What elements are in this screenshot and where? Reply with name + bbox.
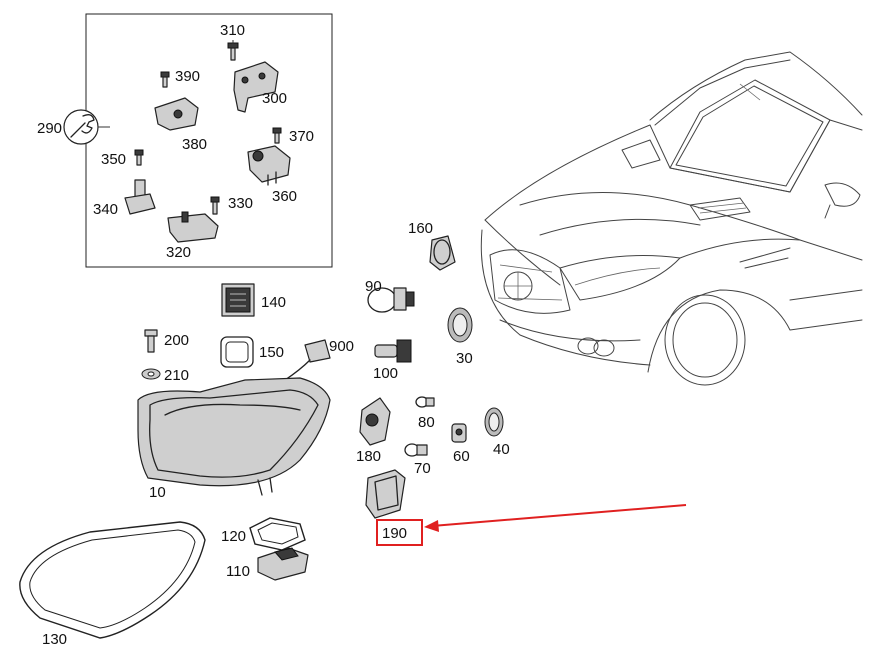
label-340: 340	[93, 201, 118, 218]
label-330: 330	[228, 195, 253, 212]
adjuster-340	[124, 179, 156, 215]
label-140: 140	[261, 294, 286, 311]
bulb-90	[367, 287, 415, 313]
label-210: 210	[164, 367, 189, 384]
label-300: 300	[262, 90, 287, 107]
car-illustration	[480, 51, 863, 386]
label-160: 160	[408, 220, 433, 237]
label-900: 900	[329, 338, 354, 355]
label-110: 110	[226, 563, 250, 580]
label-370: 370	[289, 128, 314, 145]
label-320: 320	[166, 244, 191, 261]
label-150: 150	[259, 344, 284, 361]
label-350: 350	[101, 151, 126, 168]
gasket-150	[220, 336, 254, 368]
lens-130	[19, 521, 206, 639]
bolt-310	[227, 42, 239, 61]
gasket-120	[249, 517, 306, 551]
leader-lines	[98, 40, 234, 128]
label-10: 10	[149, 484, 166, 501]
highlight-arrow	[424, 504, 687, 532]
label-80: 80	[418, 414, 435, 431]
module-110	[257, 547, 309, 581]
label-40: 40	[493, 441, 510, 458]
cover-180	[359, 397, 391, 446]
bolt-370	[272, 127, 282, 144]
label-390: 390	[175, 68, 200, 85]
washer-210	[141, 368, 161, 380]
bulb-70	[404, 443, 428, 457]
label-360: 360	[272, 188, 297, 205]
label-200: 200	[164, 332, 189, 349]
label-70: 70	[414, 460, 431, 477]
bracket-380	[154, 97, 199, 131]
wrench-icon	[63, 109, 99, 145]
connector-900	[284, 339, 331, 381]
headlamp-10	[137, 377, 331, 496]
label-120: 120	[221, 528, 246, 545]
bulb-holder-160	[429, 235, 456, 271]
label-290: 290	[37, 120, 62, 137]
label-130: 130	[42, 631, 67, 648]
label-30: 30	[456, 350, 473, 367]
label-100: 100	[373, 365, 398, 382]
label-90: 90	[365, 278, 382, 295]
control-unit-140	[221, 283, 255, 317]
bolt-350	[134, 149, 144, 166]
socket-60	[451, 423, 467, 443]
bolt-330	[210, 196, 220, 215]
highlight-box	[376, 519, 423, 546]
screw-200	[144, 329, 158, 353]
cap-30	[447, 307, 473, 343]
part-190	[365, 469, 406, 519]
bracket-360	[247, 145, 291, 186]
label-60: 60	[453, 448, 470, 465]
bolt-390	[160, 71, 170, 88]
label-380: 380	[182, 136, 207, 153]
bracket-300	[233, 61, 279, 113]
label-180: 180	[356, 448, 381, 465]
bulb-80	[415, 396, 435, 408]
bracket-320	[167, 211, 219, 243]
label-310: 310	[220, 22, 245, 39]
label-190: 190	[382, 525, 407, 542]
bulb-100	[374, 339, 412, 363]
cap-40	[484, 407, 504, 437]
